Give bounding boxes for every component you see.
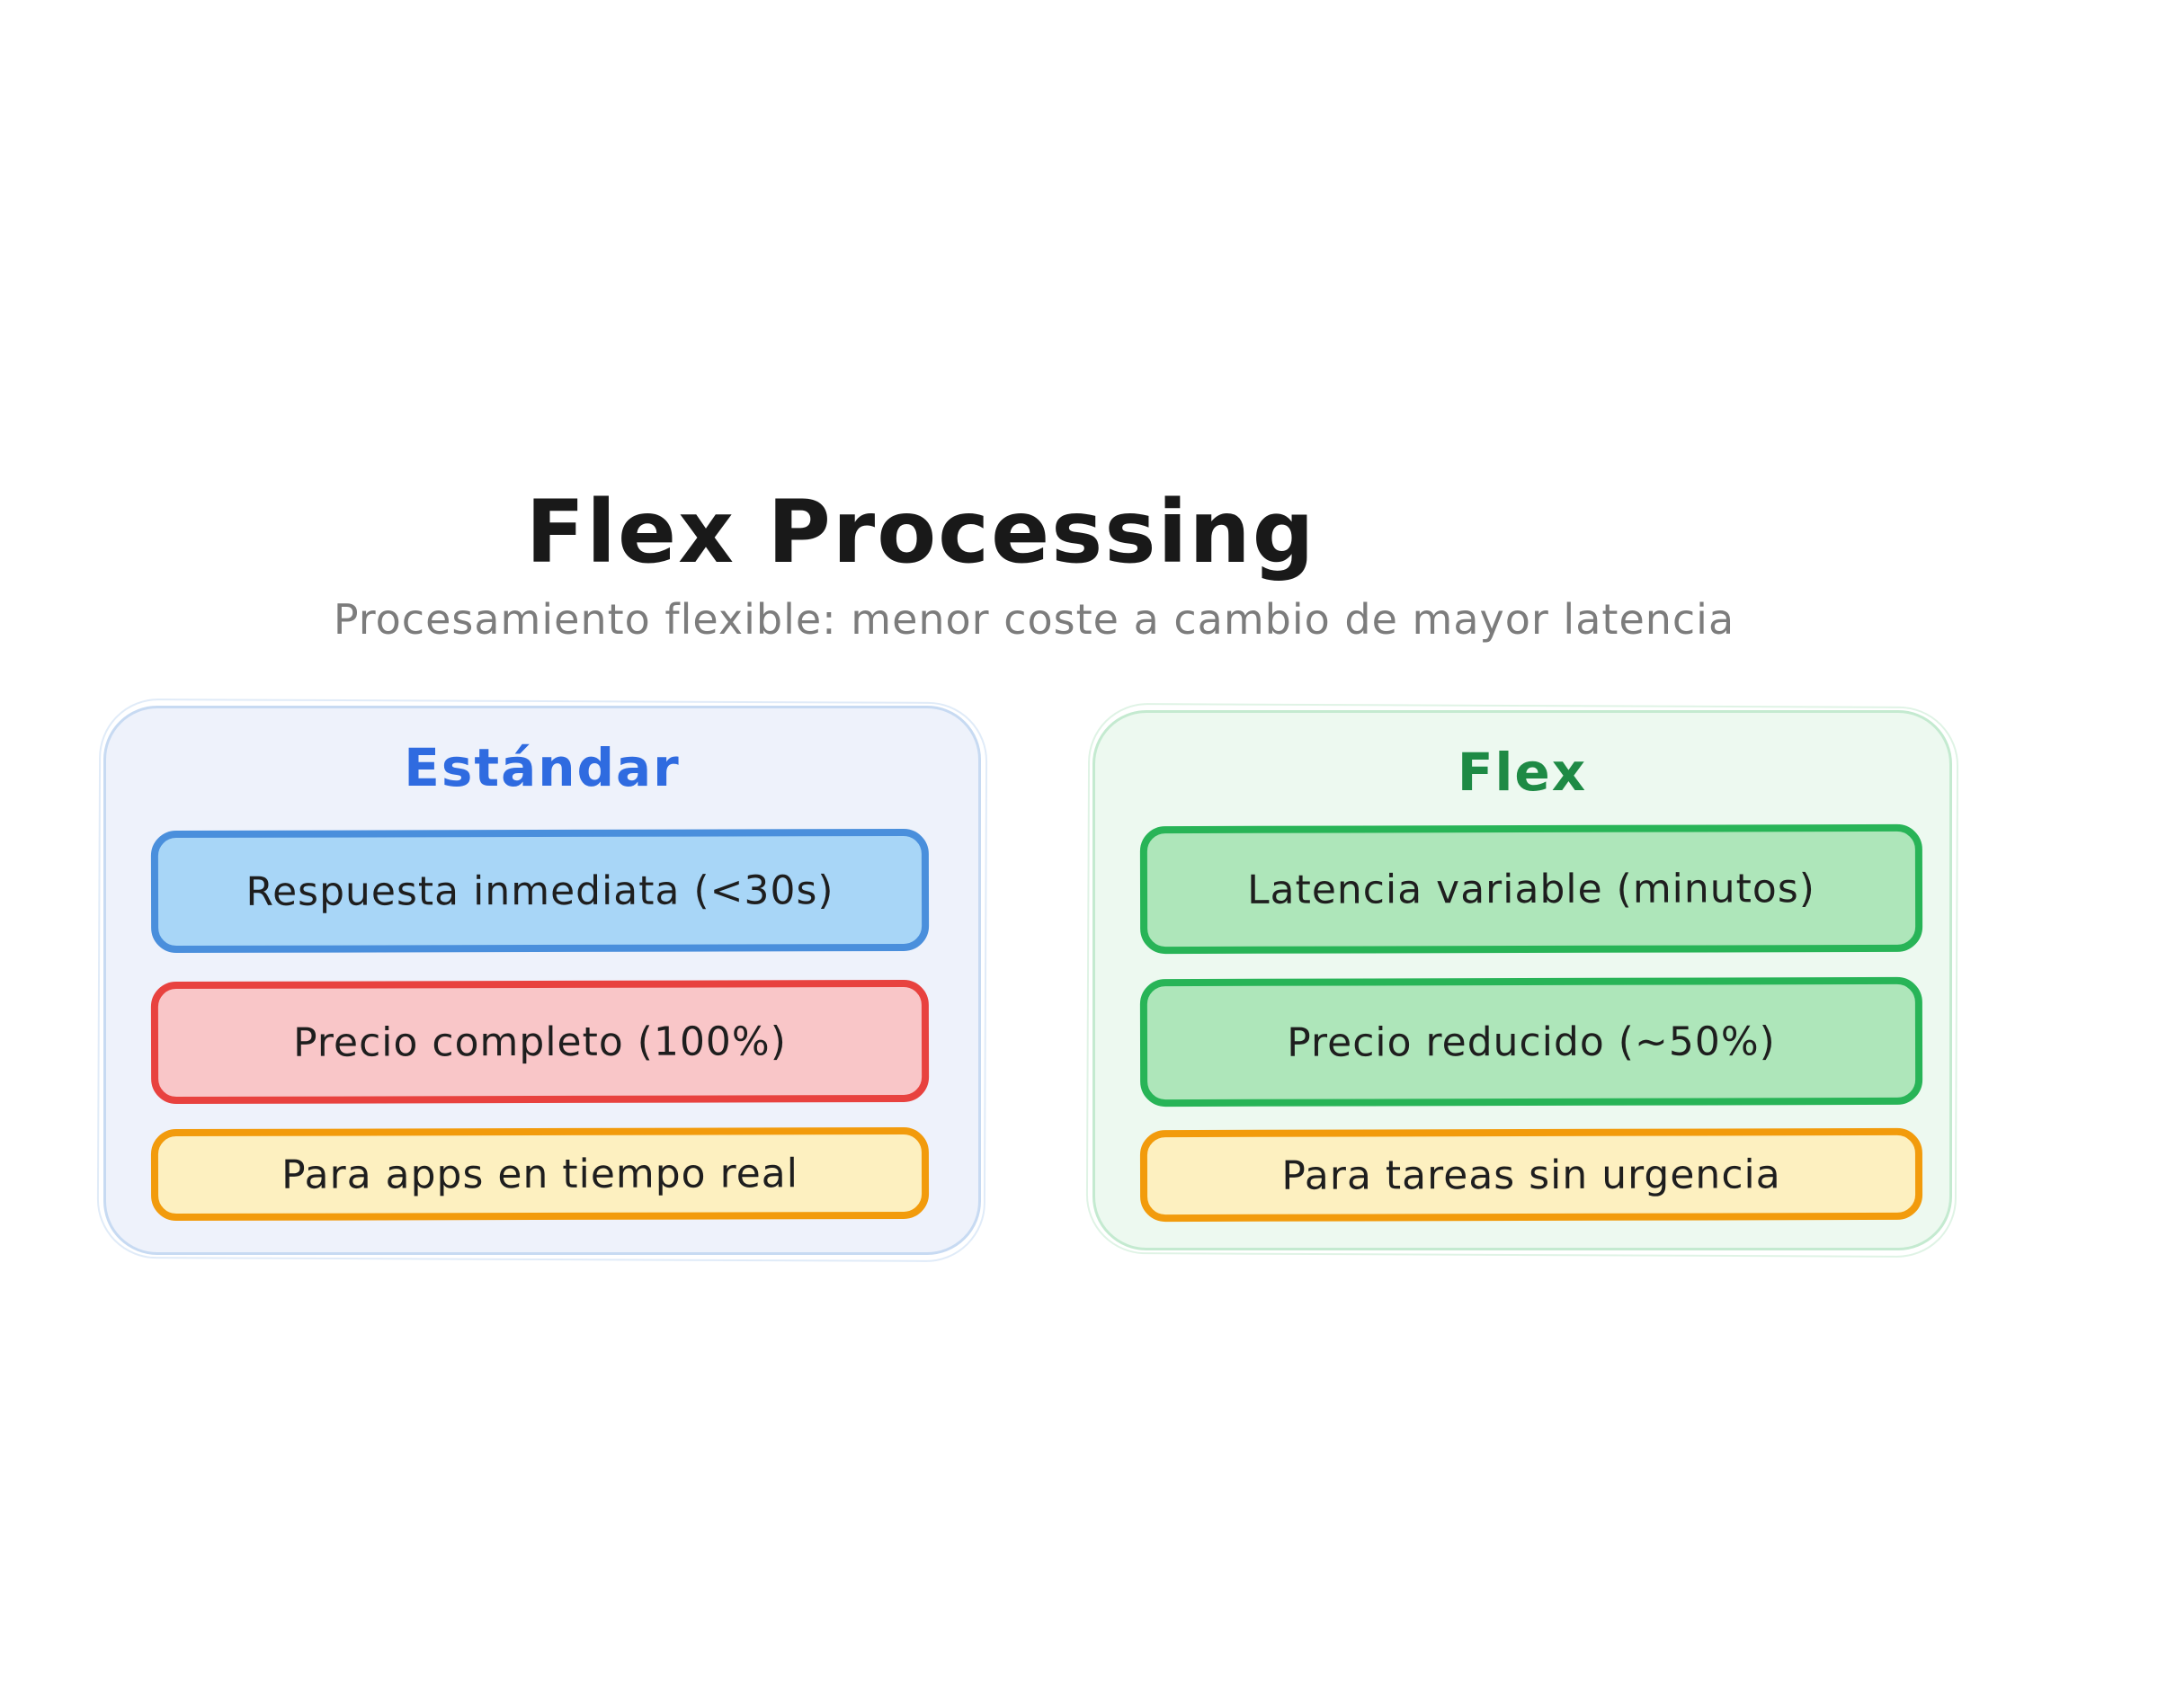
flex-card: Flex Latencia variable (minutos) Precio … xyxy=(1092,710,1952,1250)
flex-item-non-urgent-tasks: Para tareas sin urgencia xyxy=(1139,1127,1923,1223)
flex-item-reduced-price: Precio reducido (~50%) xyxy=(1139,976,1923,1108)
standard-card: Estándar Respuesta inmediata (<30s) Prec… xyxy=(103,706,981,1255)
flex-item-variable-latency-label: Latencia variable (minutos) xyxy=(1247,865,1815,913)
standard-item-realtime-apps: Para apps en tiempo real xyxy=(150,1126,930,1222)
standard-item-immediate-response: Respuesta inmediata (<30s) xyxy=(150,828,930,954)
flex-item-reduced-price-label: Precio reducido (~50%) xyxy=(1287,1018,1776,1066)
flex-card-title: Flex xyxy=(1457,742,1588,803)
flex-item-variable-latency: Latencia variable (minutos) xyxy=(1139,823,1923,955)
page-subtitle: Procesamiento flexible: menor coste a ca… xyxy=(333,595,1735,644)
standard-card-title: Estándar xyxy=(404,737,681,798)
page-title: Flex Processing xyxy=(525,482,1316,583)
standard-item-realtime-apps-label: Para apps en tiempo real xyxy=(281,1150,798,1198)
standard-item-full-price: Precio completo (100%) xyxy=(150,979,930,1105)
standard-item-immediate-response-label: Respuesta inmediata (<30s) xyxy=(245,867,834,915)
standard-item-full-price-label: Precio completo (100%) xyxy=(293,1018,787,1066)
flex-item-non-urgent-tasks-label: Para tareas sin urgencia xyxy=(1281,1151,1781,1199)
